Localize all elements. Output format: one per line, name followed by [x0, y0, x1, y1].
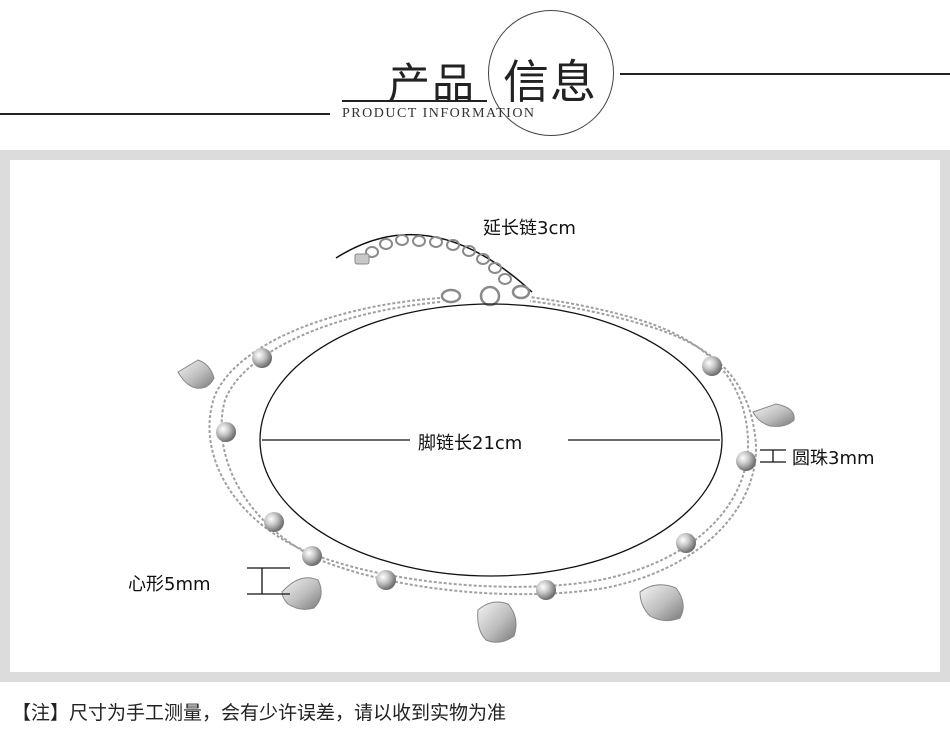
- extension-chain: [365, 234, 512, 285]
- page-title-left: 产品: [388, 59, 477, 108]
- bead-dimension: [760, 449, 786, 463]
- chain-tag: [354, 253, 370, 265]
- header: 产品 信息 PRODUCT INFORMATION: [0, 0, 950, 140]
- footer-note: 【注】尺寸为手工测量，会有少许误差，请以收到实物为准: [12, 702, 507, 724]
- bead: [302, 546, 322, 566]
- bead: [252, 348, 272, 368]
- bead: [736, 451, 756, 471]
- beads: [216, 348, 756, 600]
- heart-dimension: [247, 567, 290, 595]
- bead: [216, 422, 236, 442]
- extension-arc: [335, 233, 533, 293]
- page-title-circle: 信息: [503, 55, 597, 109]
- heart-charm: [752, 403, 795, 427]
- title-circle: [488, 10, 614, 136]
- bead: [264, 512, 284, 532]
- bead: [376, 570, 396, 590]
- heart-label: 心形5mm: [128, 574, 211, 595]
- heart-charm: [177, 359, 215, 389]
- page-subtitle: PRODUCT INFORMATION: [342, 106, 536, 121]
- heart-charms: [177, 359, 795, 643]
- extension-label: 延长链3cm: [483, 218, 576, 239]
- chain-strands: [208, 296, 758, 596]
- heart-charm: [477, 601, 517, 643]
- bead: [676, 533, 696, 553]
- header-rule-top-right: [620, 73, 950, 75]
- header-rule-bottom-left: [0, 113, 330, 115]
- bead: [536, 580, 556, 600]
- heart-charm: [281, 577, 322, 610]
- bead-label: 圆珠3mm: [792, 448, 875, 469]
- heart-charm: [639, 584, 684, 622]
- length-ellipse: [259, 303, 723, 577]
- length-label: 脚链长21cm: [416, 429, 525, 455]
- bead: [702, 356, 722, 376]
- header-rule-mid: [342, 100, 487, 102]
- clasp: [440, 284, 531, 307]
